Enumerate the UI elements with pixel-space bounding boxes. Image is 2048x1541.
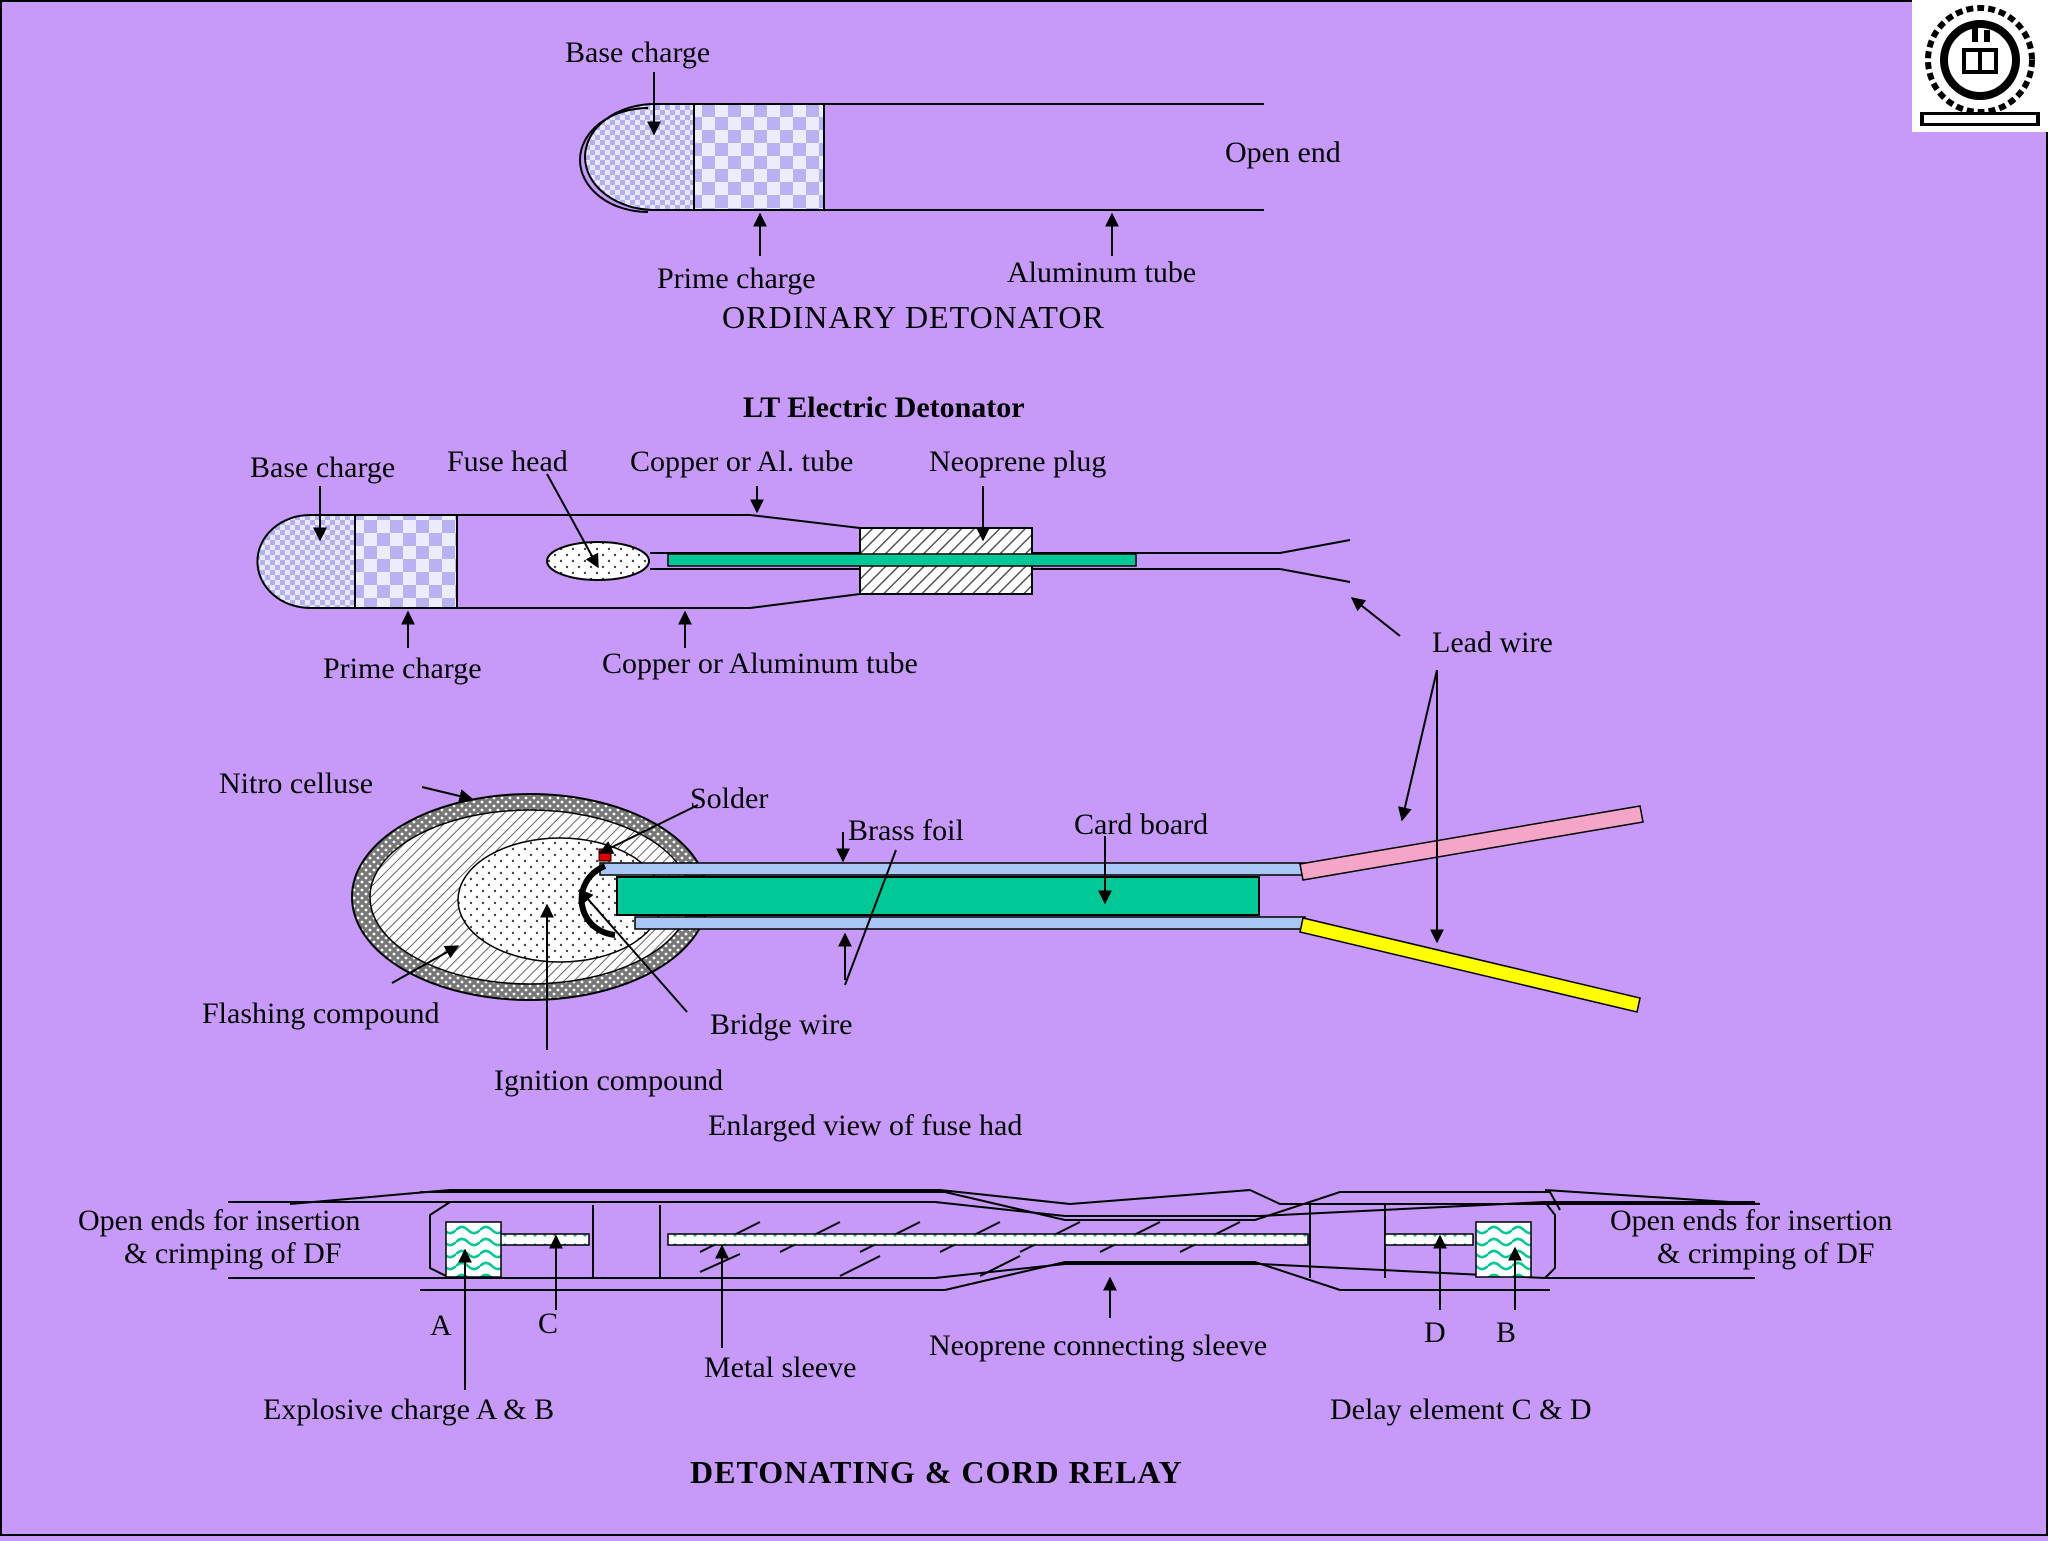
relay-label-open-ends-left-1: Open ends for insertion <box>78 1204 360 1237</box>
fuse-head-caption: Enlarged view of fuse had <box>708 1109 1022 1142</box>
lead-wire-pink <box>1299 805 1644 881</box>
relay-label-neoprene-sleeve: Neoprene connecting sleeve <box>929 1329 1267 1362</box>
label-card-board: Card board <box>1074 808 1208 841</box>
label-brass-foil: Brass foil <box>848 814 964 847</box>
lt-label-neoprene-plug: Neoprene plug <box>929 445 1106 478</box>
prime-charge-shape <box>693 103 825 211</box>
relay-label-metal-sleeve: Metal sleeve <box>704 1351 856 1384</box>
brass-foil-bottom <box>634 916 1306 930</box>
relay-label-b: B <box>1496 1316 1516 1349</box>
lt-label-copper-al-tube: Copper or Al. tube <box>630 445 853 478</box>
fuse-head-shape <box>546 541 650 581</box>
lt-lead-strip <box>667 553 1137 567</box>
detonating-cord-relay: Open ends for insertion & crimping of DF… <box>78 1188 1892 1490</box>
card-board-shape <box>616 876 1260 916</box>
relay-label-open-ends-right-1: Open ends for insertion <box>1610 1204 1892 1237</box>
enlarged-fuse-head: Nitro celluse Solder Brass foil Card boa… <box>202 669 1644 1142</box>
relay-label-delay-element: Delay element C & D <box>1330 1393 1592 1426</box>
explosive-charge-b <box>1475 1221 1532 1278</box>
relay-label-d: D <box>1424 1316 1446 1349</box>
label-nitro-celluse: Nitro celluse <box>219 767 373 800</box>
label-lead-wire: Lead wire <box>1432 626 1553 659</box>
label-base-charge: Base charge <box>565 36 710 69</box>
ordinary-detonator: Base charge Open end Prime charge Alumin… <box>565 36 1341 335</box>
ordinary-detonator-title: ORDINARY DETONATOR <box>722 299 1105 335</box>
lt-electric-detonator: LT Electric Detonator Base charge Fuse h… <box>250 391 1553 685</box>
label-aluminum-tube: Aluminum tube <box>1007 256 1196 289</box>
lt-label-base-charge: Base charge <box>250 451 395 484</box>
lt-label-prime-charge: Prime charge <box>323 652 482 685</box>
relay-label-open-ends-right-2: & crimping of DF <box>1657 1237 1875 1270</box>
label-ignition-compound: Ignition compound <box>494 1064 723 1097</box>
relay-label-open-ends-left-2: & crimping of DF <box>124 1237 342 1270</box>
relay-label-explosive-charge: Explosive charge A & B <box>263 1393 554 1426</box>
label-prime-charge: Prime charge <box>657 262 816 295</box>
relay-title: DETONATING & CORD RELAY <box>690 1454 1183 1490</box>
lt-base-charge-shape <box>256 514 356 609</box>
delay-element-d <box>1384 1233 1474 1246</box>
label-flashing-compound: Flashing compound <box>202 997 440 1030</box>
label-solder: Solder <box>690 782 768 815</box>
metal-sleeve-cord <box>667 1233 1309 1246</box>
base-charge-shape <box>584 103 695 211</box>
relay-label-c: C <box>538 1307 558 1340</box>
explosive-charge-a <box>445 1221 502 1278</box>
label-open-end: Open end <box>1225 136 1341 169</box>
relay-label-a: A <box>430 1309 452 1342</box>
delay-element-c <box>499 1233 590 1246</box>
brass-foil-top <box>599 862 1306 876</box>
lt-prime-charge-shape <box>354 514 458 609</box>
lt-label-fuse-head: Fuse head <box>447 445 568 478</box>
university-seal-logo <box>1912 0 2048 132</box>
lead-wire-yellow <box>1299 917 1641 1013</box>
lt-label-copper-aluminum-tube: Copper or Aluminum tube <box>602 647 918 680</box>
label-bridge-wire: Bridge wire <box>710 1008 852 1041</box>
lt-detonator-title: LT Electric Detonator <box>743 391 1025 424</box>
